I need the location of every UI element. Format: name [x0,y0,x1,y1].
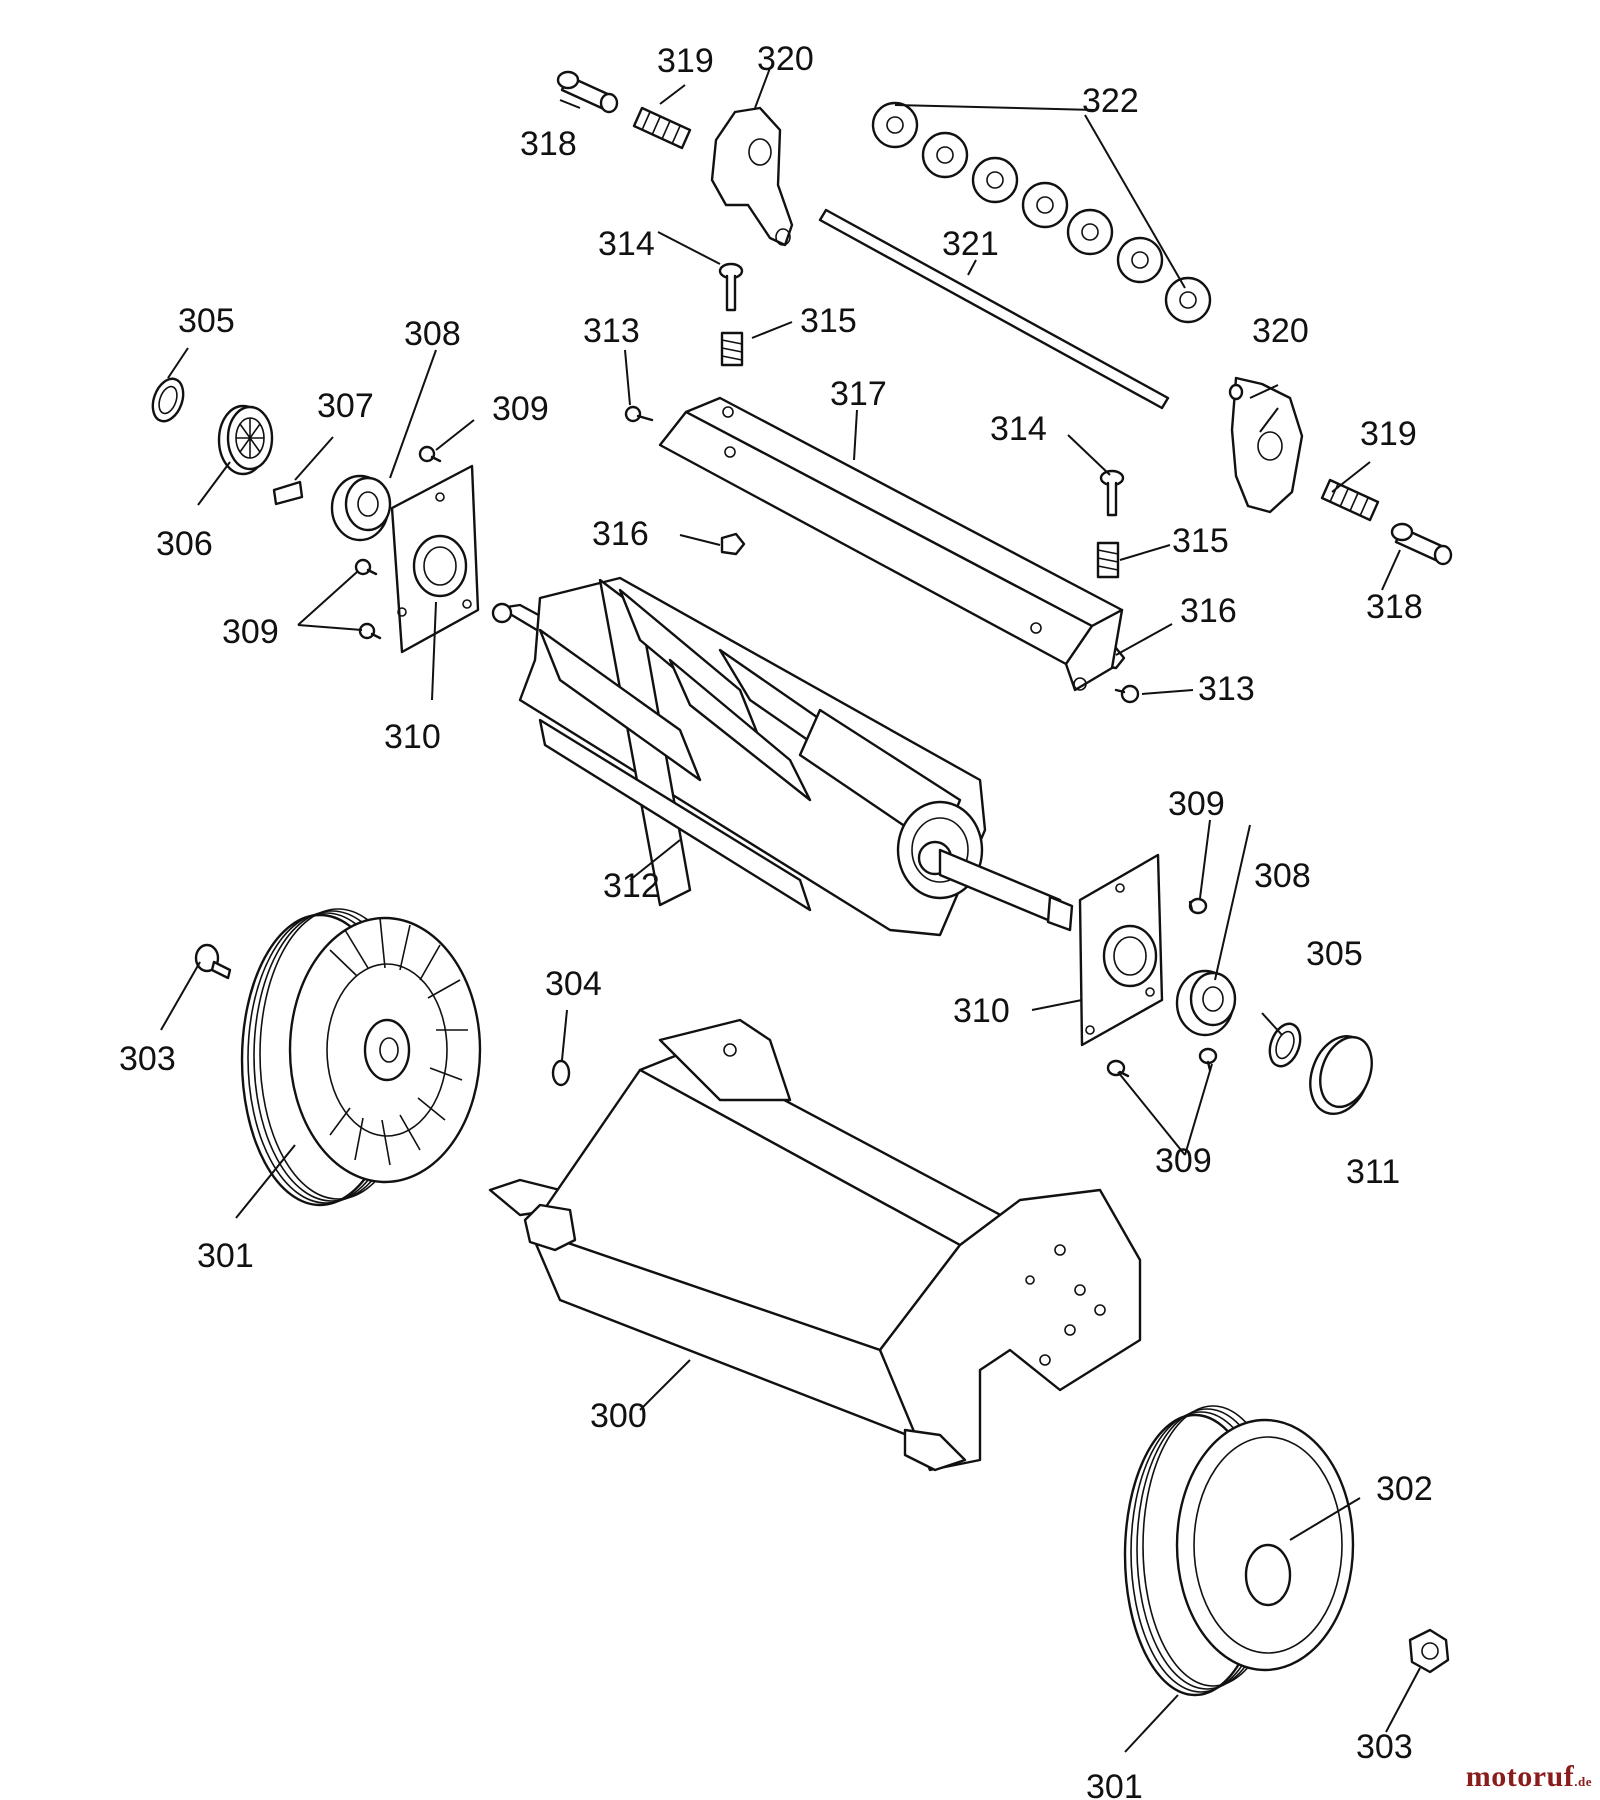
part-313-bolt-upper [624,405,654,423]
part-318-bolt-left [556,70,619,114]
watermark-brand: motoruf [1465,1760,1575,1793]
part-305-clip-right [1268,1022,1302,1068]
label-315: 315 [1172,522,1229,560]
part-320-bracket-left [710,106,794,247]
part-315-spring-left [720,331,744,367]
label-309: 309 [1155,1142,1212,1180]
label-309: 309 [1168,785,1225,823]
label-302: 302 [1376,1470,1433,1508]
label-303: 303 [1356,1728,1413,1766]
label-309: 309 [222,613,279,651]
part-304-o-ring [551,1059,571,1087]
label-301: 301 [197,1237,254,1275]
label-320: 320 [1252,312,1309,350]
label-307: 307 [317,387,374,425]
label-318: 318 [520,125,577,163]
part-301-wheel-left [240,908,482,1207]
part-321-shaft [818,208,1170,410]
label-303: 303 [119,1040,176,1078]
label-310: 310 [384,718,441,756]
part-317-bed-bar [658,396,1124,692]
label-315: 315 [800,302,857,340]
part-305-clip-left [151,377,185,423]
part-312-reel [491,576,1074,937]
part-labels: 318 319 320 322 321 314 315 313 317 305 … [119,40,1433,1800]
part-320-bracket-right [1228,376,1304,514]
label-304: 304 [545,965,602,1003]
label-305: 305 [178,302,235,340]
label-319: 319 [657,42,714,80]
label-305: 305 [1306,935,1363,973]
label-322: 322 [1082,82,1139,120]
part-310-side-plate-right [1078,853,1164,1047]
label-314: 314 [598,225,655,263]
label-308: 308 [1254,857,1311,895]
label-313: 313 [1198,670,1255,708]
part-313-bolt-lower [1114,684,1140,704]
label-321: 321 [942,225,999,263]
part-307-key [272,480,304,506]
part-309-bolts [354,445,1218,1078]
label-309: 309 [492,390,549,428]
part-301-302-wheel-right [1123,1405,1355,1697]
part-300-frame [488,1018,1142,1472]
label-311: 311 [1346,1153,1400,1191]
label-314: 314 [990,410,1047,448]
part-308-bearing-left [330,474,392,542]
part-314-bolt-right [1099,469,1125,517]
label-300: 300 [590,1397,647,1435]
part-315-spring-right [1096,541,1120,579]
label-306: 306 [156,525,213,563]
label-320: 320 [757,40,814,78]
watermark-suffix: .de [1574,1774,1592,1789]
label-319: 319 [1360,415,1417,453]
label-312: 312 [603,867,660,905]
watermark-logo: motoruf.de [1466,1760,1592,1794]
label-318: 318 [1366,588,1423,626]
label-316: 316 [1180,592,1237,630]
label-310: 310 [953,992,1010,1030]
part-303-axle-bolt-right [1408,1628,1450,1674]
part-322-roller-discs [871,101,1212,324]
part-316-nut-upper [720,532,746,556]
leader-lines [160,67,1421,1753]
part-303-axle-bolt-left [194,943,232,980]
label-317: 317 [830,375,887,413]
part-318-bolt-right [1390,522,1453,566]
label-308: 308 [404,315,461,353]
part-319-spring-right [1320,478,1380,522]
part-319-spring-left [632,106,692,150]
part-306-gear [217,404,274,476]
label-313: 313 [583,312,640,350]
label-301: 301 [1086,1768,1143,1800]
part-308-bearing-right [1175,969,1237,1037]
part-314-bolt-left [718,262,744,312]
label-316: 316 [592,515,649,553]
part-311-hub-cap [1309,1035,1373,1115]
part-310-side-plate-left [390,464,480,654]
